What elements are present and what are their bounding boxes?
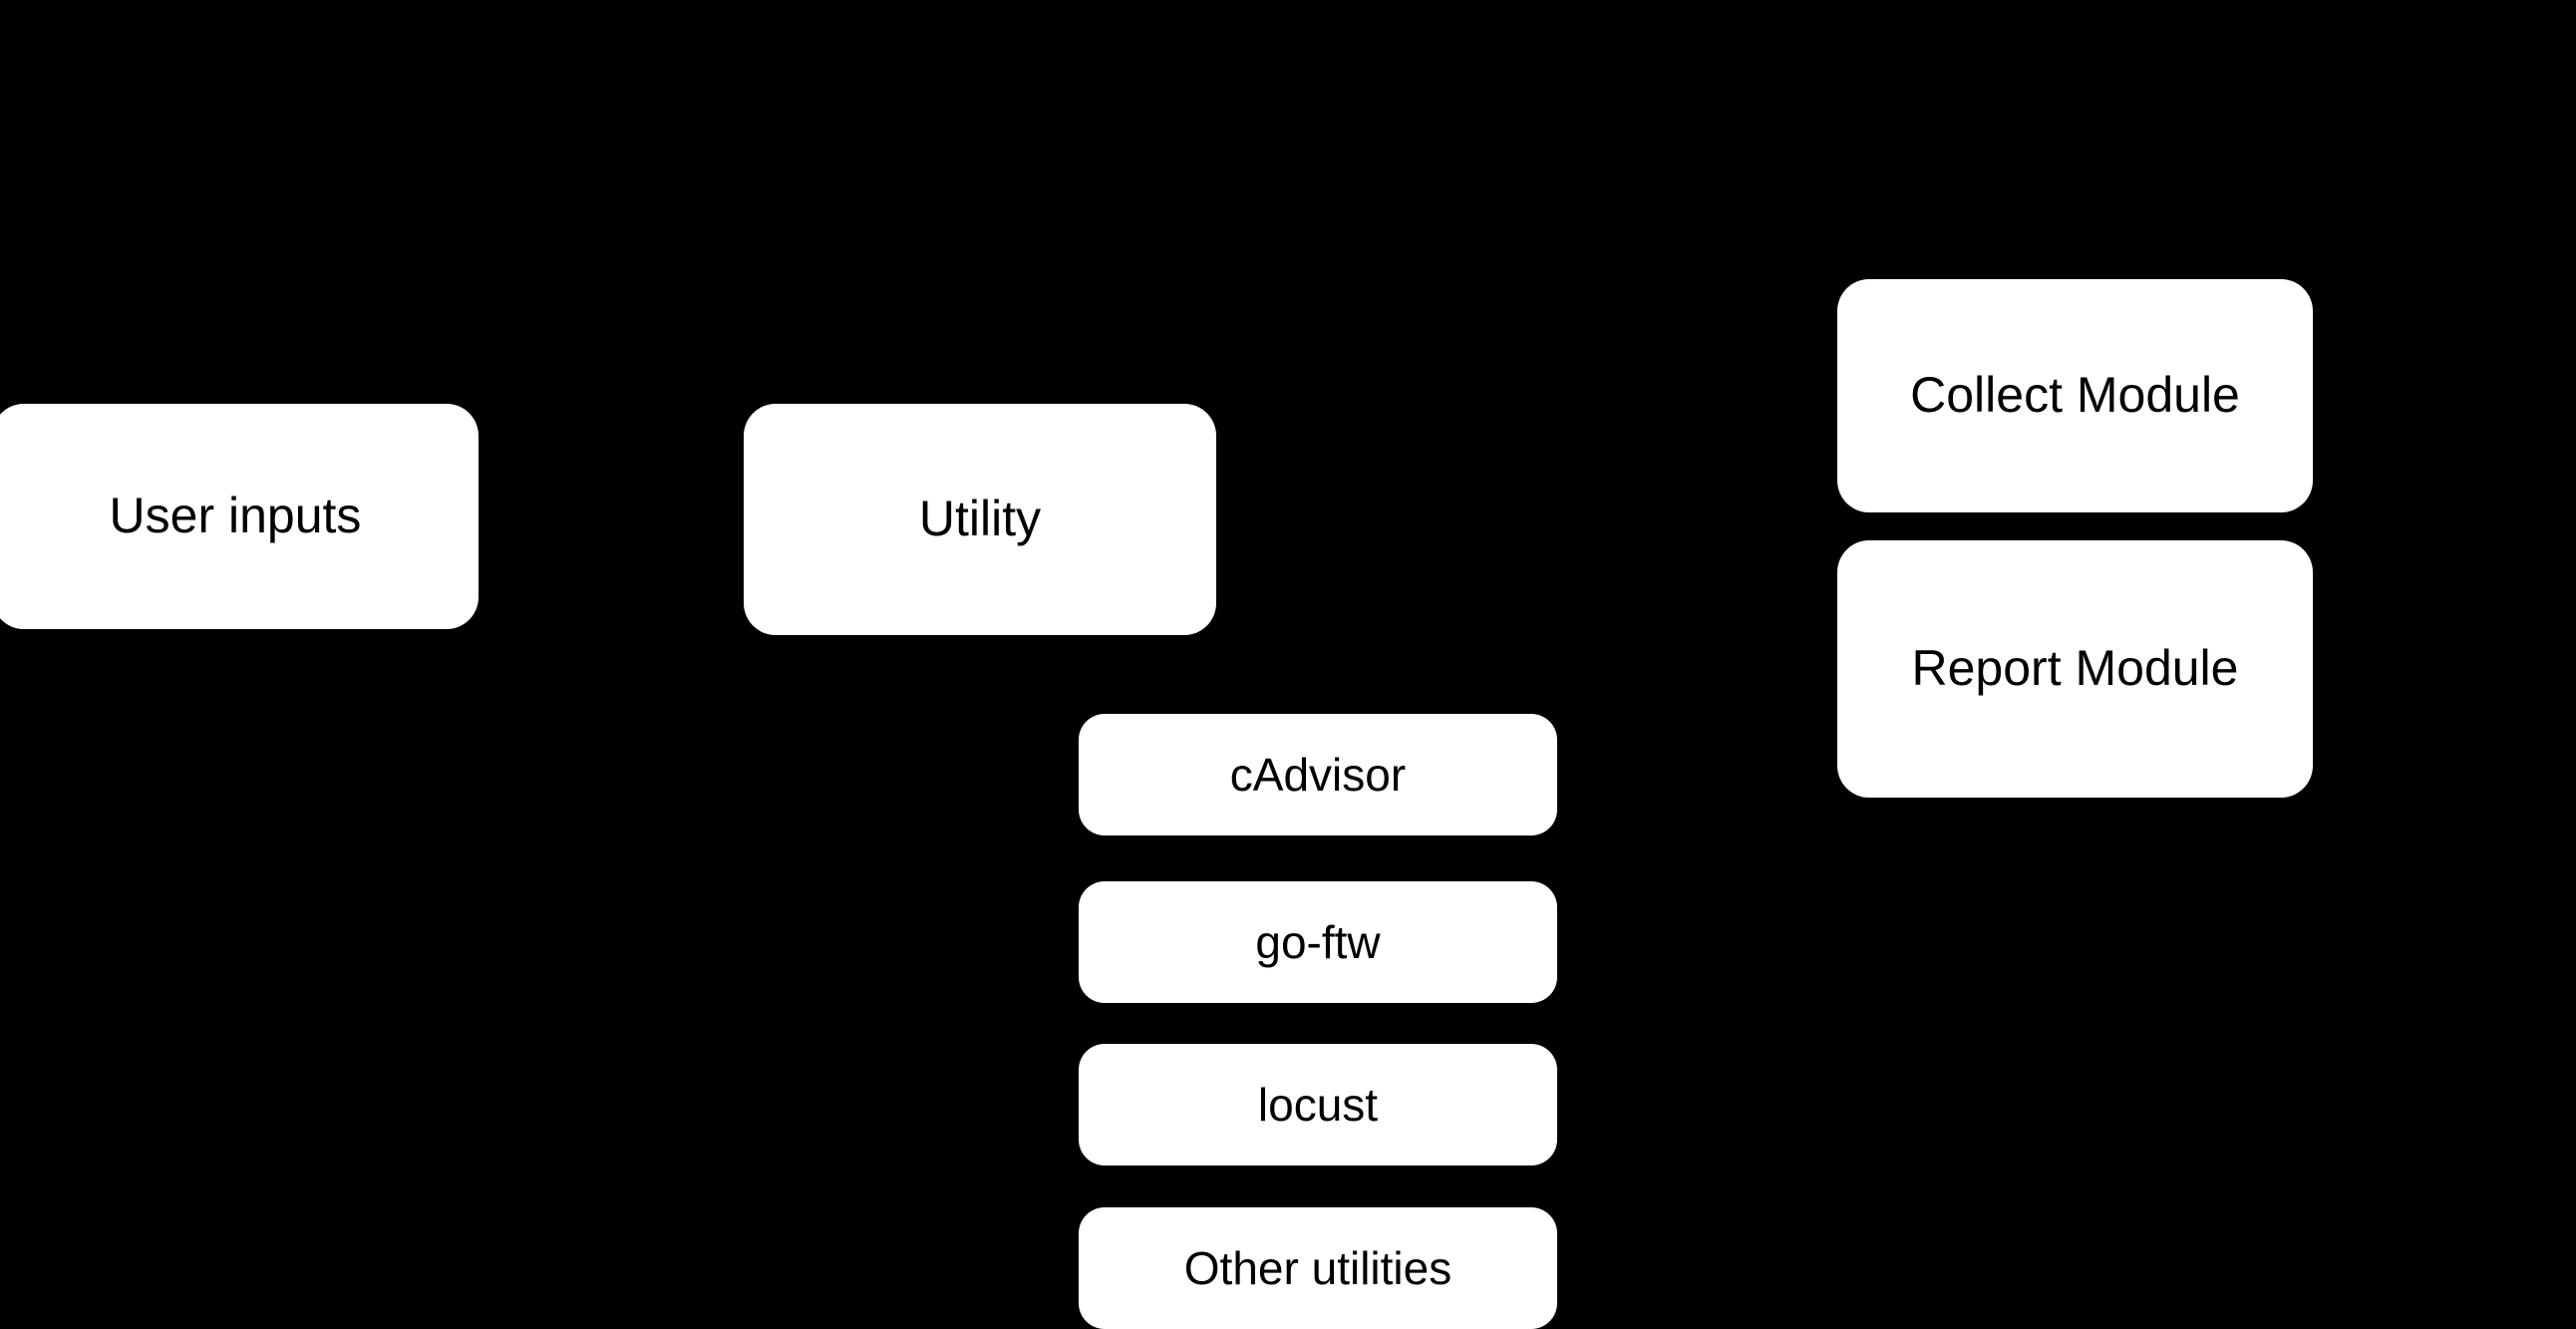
- node-collect-module[interactable]: Collect Module: [1837, 279, 2313, 512]
- node-collect-module-label: Collect Module: [1910, 367, 2240, 424]
- node-locust[interactable]: locust: [1079, 1044, 1557, 1165]
- node-user-inputs-label: User inputs: [109, 488, 362, 544]
- node-cadvisor-label: cAdvisor: [1229, 748, 1407, 801]
- node-utility-label: Utility: [918, 491, 1042, 547]
- node-report-module-label: Report Module: [1911, 640, 2239, 697]
- node-cadvisor[interactable]: cAdvisor: [1079, 714, 1557, 835]
- node-other-utilities-label: Other utilities: [1183, 1241, 1452, 1294]
- node-go-ftw[interactable]: go-ftw: [1079, 881, 1557, 1003]
- node-report-module[interactable]: Report Module: [1837, 540, 2313, 798]
- node-user-inputs[interactable]: User inputs: [0, 404, 479, 629]
- node-locust-label: locust: [1257, 1078, 1379, 1131]
- node-other-utilities[interactable]: Other utilities: [1079, 1207, 1557, 1329]
- node-utility[interactable]: Utility: [744, 404, 1216, 635]
- node-go-ftw-label: go-ftw: [1255, 915, 1381, 968]
